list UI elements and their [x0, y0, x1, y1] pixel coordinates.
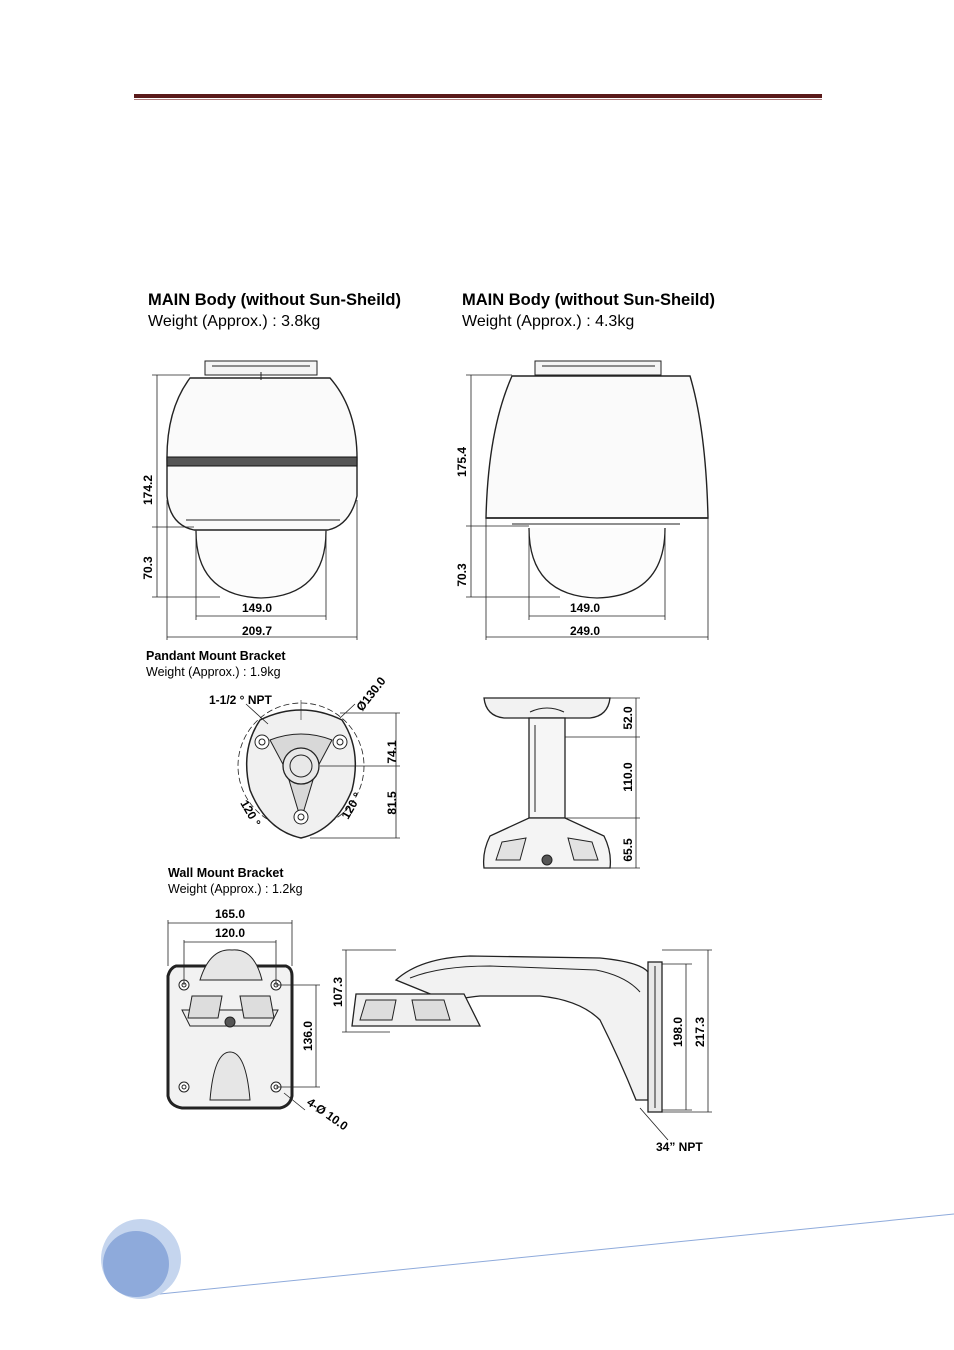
- header-rule-thin: [134, 99, 822, 100]
- pendant-side-dims: [565, 697, 640, 869]
- dim-pendant-dia: Ø130.0: [353, 674, 388, 714]
- dim-right-70: 70.3: [455, 563, 469, 587]
- dim-wall-136: 136.0: [301, 1021, 315, 1051]
- dim-pendant-110: 110.0: [621, 762, 635, 792]
- footer-decoration: [101, 1213, 954, 1299]
- dim-wall-217: 217.3: [693, 1017, 707, 1047]
- dim-left-209: 209.7: [242, 624, 272, 638]
- wall-title: Wall Mount Bracket: [168, 866, 284, 880]
- pendant-weight: Weight (Approx.) : 1.9kg: [146, 665, 281, 679]
- dim-wall-165: 165.0: [215, 907, 245, 921]
- dim-left-70: 70.3: [141, 556, 155, 580]
- dim-right-249: 249.0: [570, 624, 600, 638]
- left-body-weight: Weight (Approx.) : 3.8kg: [148, 313, 321, 330]
- right-body-title: MAIN Body (without Sun-Sheild): [462, 291, 715, 309]
- wall-side-dims: [342, 949, 712, 1141]
- dim-wall-120: 120.0: [215, 926, 245, 940]
- pendant-side-view: [482, 697, 612, 869]
- wall-front-dims: [167, 920, 320, 1111]
- left-dimension-lines: [152, 374, 358, 640]
- dim-pendant-52: 52.0: [621, 706, 635, 730]
- dim-wall-198: 198.0: [671, 1017, 685, 1047]
- pendant-top-dims: [245, 703, 400, 839]
- left-camera-body: [166, 360, 358, 599]
- dim-wall-npt: 34” NPT: [656, 1140, 703, 1154]
- dim-wall-107: 107.3: [331, 977, 345, 1007]
- right-camera-body: [485, 360, 709, 599]
- left-body-title: MAIN Body (without Sun-Sheild): [148, 291, 401, 309]
- wall-weight: Weight (Approx.) : 1.2kg: [168, 882, 303, 896]
- dim-pendant-74: 74.1: [385, 740, 399, 764]
- dim-pendant-65: 65.5: [621, 838, 635, 862]
- dim-right-149: 149.0: [570, 601, 600, 615]
- dim-left-149: 149.0: [242, 601, 272, 615]
- dim-right-175: 175.4: [455, 447, 469, 477]
- dim-pendant-npt: 1-1/2 ° NPT: [209, 693, 272, 707]
- dim-wall-hole: 4-Ø 10.0: [304, 1095, 351, 1133]
- right-body-weight: Weight (Approx.) : 4.3kg: [462, 313, 635, 330]
- right-dimension-lines: [466, 374, 709, 640]
- pendant-top-view: [237, 700, 365, 839]
- dim-pendant-81: 81.5: [385, 791, 399, 815]
- dim-left-174: 174.2: [141, 475, 155, 505]
- pendant-title: Pandant Mount Bracket: [146, 649, 286, 663]
- wall-front-view: [166, 949, 294, 1110]
- wall-side-view: [351, 955, 663, 1113]
- header-rule: [134, 94, 822, 98]
